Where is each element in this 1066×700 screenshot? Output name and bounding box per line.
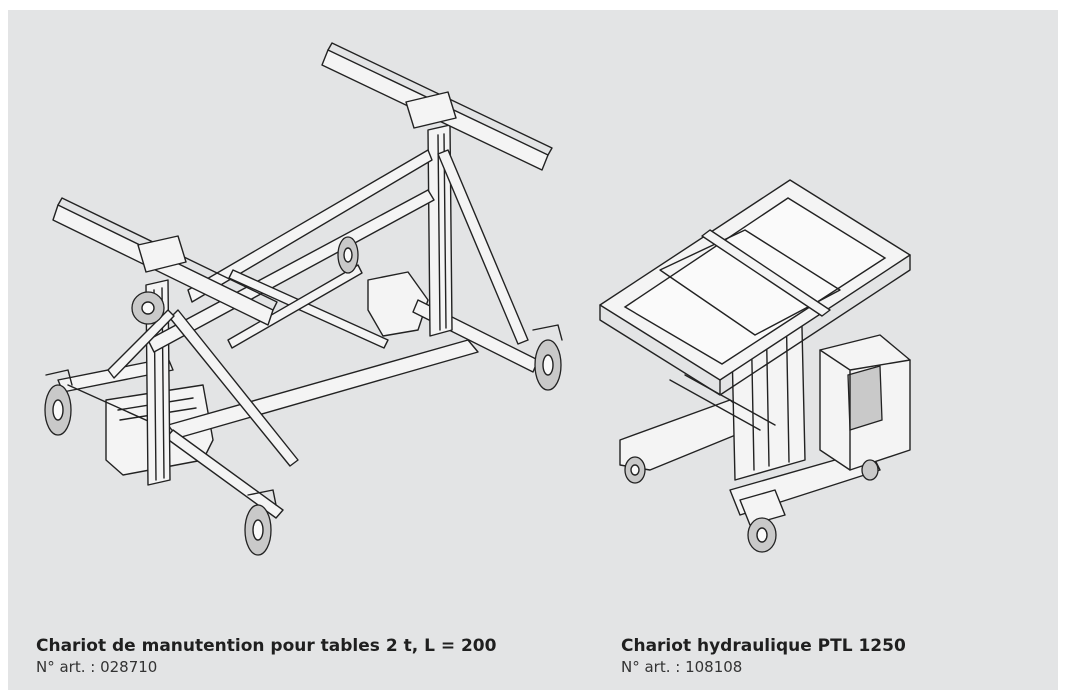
article-number: N° art. : 108108 <box>621 658 743 676</box>
caption-hydraulic-trolley: Chariot hydraulique PTL 1250 N° art. : 1… <box>621 635 906 677</box>
caption-table-trolley: Chariot de manutention pour tables 2 t, … <box>36 635 496 677</box>
product-title: Chariot de manutention pour tables 2 t, … <box>36 636 497 656</box>
hydraulic-trolley-drawing <box>599 179 911 553</box>
product-title: Chariot hydraulique PTL 1250 <box>621 636 906 656</box>
article-number: N° art. : 028710 <box>36 658 158 676</box>
table-trolley-drawing <box>44 42 563 556</box>
